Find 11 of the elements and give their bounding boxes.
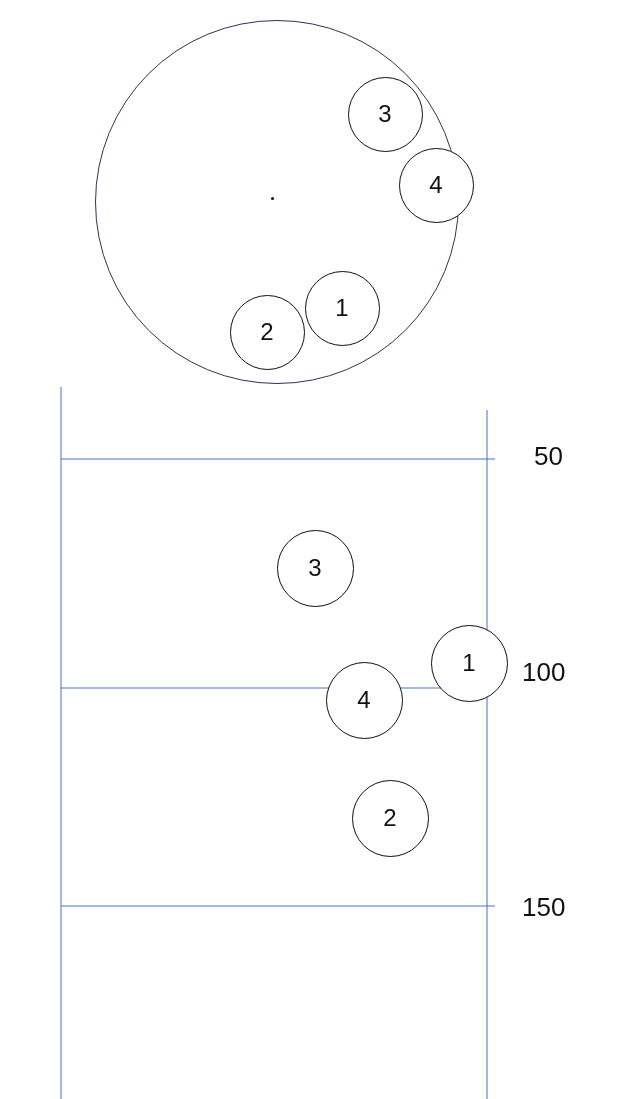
numbered-circle: 2 bbox=[229, 294, 305, 370]
scale-value: 50 bbox=[534, 441, 563, 472]
scale-value: 150 bbox=[522, 892, 566, 923]
numbered-circle: 4 bbox=[398, 147, 474, 223]
numbered-circle: 2 bbox=[351, 779, 429, 857]
scale-value: 100 bbox=[522, 657, 566, 688]
numbered-circle: 1 bbox=[304, 270, 380, 346]
numbered-circle: 3 bbox=[347, 76, 423, 152]
numbered-circle: 3 bbox=[276, 529, 354, 607]
numbered-circle: 4 bbox=[325, 661, 403, 739]
numbered-circle: 1 bbox=[430, 624, 508, 702]
